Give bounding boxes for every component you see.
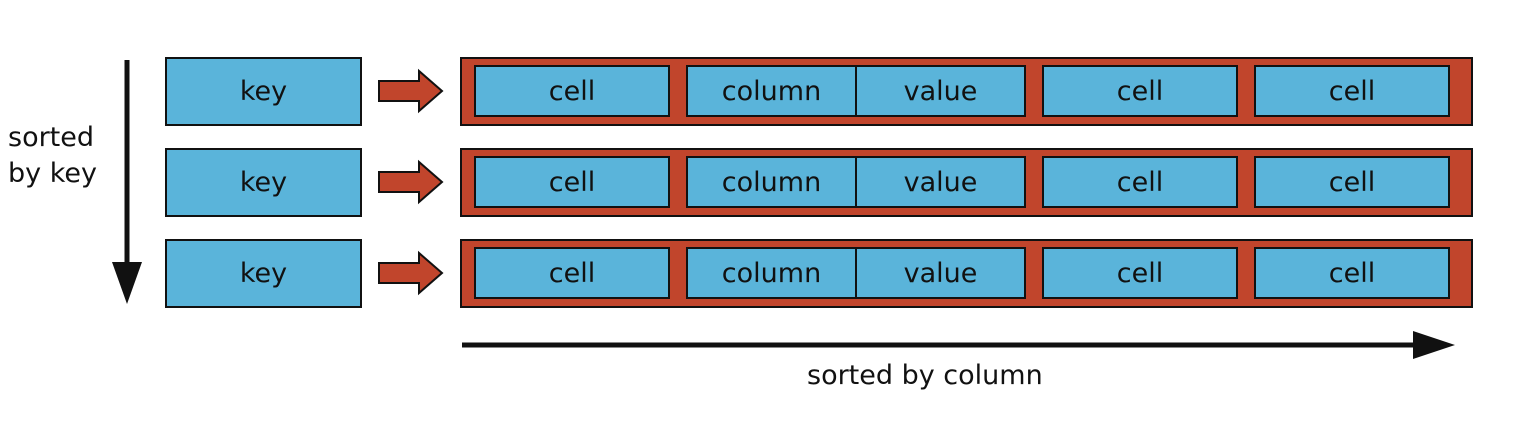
key-box: key	[165, 57, 362, 126]
cell-box: cell	[1042, 247, 1238, 299]
bottom-label: sorted by column	[807, 360, 1043, 391]
column-part: column	[721, 257, 822, 289]
cell-box: cell	[1254, 65, 1450, 117]
column-value-box: column value	[686, 65, 1026, 117]
cell-box: cell	[474, 65, 670, 117]
row-arrow	[378, 250, 444, 296]
side-label-line2: by key	[8, 158, 97, 189]
value-part: value	[855, 158, 1024, 206]
key-box: key	[165, 239, 362, 308]
column-part: column	[721, 166, 822, 198]
column-value-box: column value	[686, 247, 1026, 299]
row-arrow	[378, 68, 444, 114]
side-label-line1: sorted	[8, 122, 95, 153]
cell-box: cell	[474, 156, 670, 208]
cell-box: cell	[1042, 65, 1238, 117]
column-value-box: column value	[686, 156, 1026, 208]
key-box: key	[165, 148, 362, 217]
row-arrow	[378, 159, 444, 205]
cell-box: cell	[1042, 156, 1238, 208]
value-part: value	[855, 249, 1024, 297]
cell-box: cell	[1254, 247, 1450, 299]
cell-box: cell	[474, 247, 670, 299]
column-part: column	[721, 75, 822, 107]
side-label: sorted by key	[8, 120, 97, 192]
value-part: value	[855, 67, 1024, 115]
cell-box: cell	[1254, 156, 1450, 208]
